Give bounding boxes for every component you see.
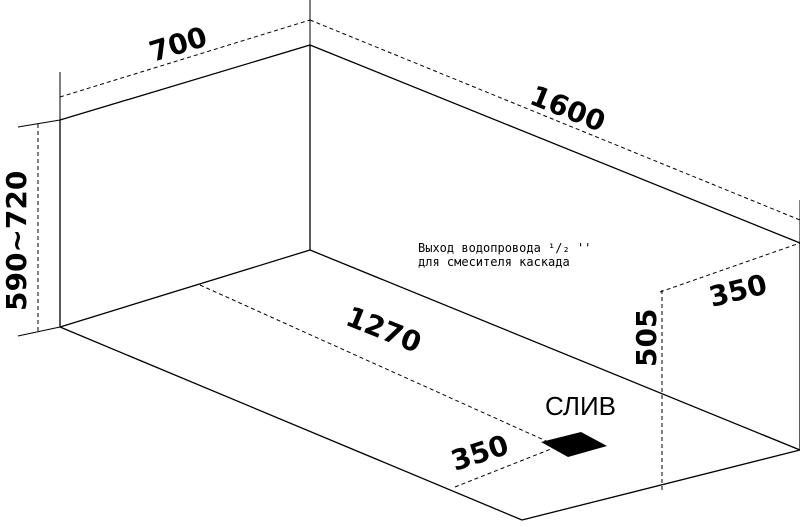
edge-top-long bbox=[309, 44, 800, 244]
dimension-height: 590~720 bbox=[0, 119, 61, 337]
bathtub-outline bbox=[59, 44, 800, 521]
label-drain: СЛИВ bbox=[545, 391, 616, 421]
drain: СЛИВ bbox=[541, 391, 616, 457]
note-line-2: для смесителя каскада bbox=[418, 255, 570, 269]
dimension-700: 700 bbox=[59, 0, 311, 120]
drain-square-icon bbox=[541, 432, 607, 457]
dimension-1270: 1270 bbox=[199, 284, 556, 446]
label-1600: 1600 bbox=[525, 79, 610, 139]
label-700: 700 bbox=[145, 20, 211, 69]
label-350-drain: 350 bbox=[447, 428, 513, 477]
label-1270: 1270 bbox=[341, 300, 426, 360]
label-590-720: 590~720 bbox=[0, 171, 33, 311]
edge-floor-long bbox=[309, 249, 800, 451]
dimension-350-drain: 350 bbox=[447, 428, 557, 488]
edge-bottom-right bbox=[521, 449, 800, 521]
water-outlet-note: Выход водопровода ¹/₂ '' для смесителя к… bbox=[418, 241, 591, 269]
note-line-1: Выход водопровода ¹/₂ '' bbox=[418, 241, 591, 255]
label-350-side: 350 bbox=[706, 268, 771, 314]
dimension-505: 505 bbox=[630, 290, 663, 490]
edge-top-back bbox=[59, 44, 311, 121]
edge-bottom-back bbox=[59, 249, 311, 328]
label-505: 505 bbox=[630, 309, 663, 367]
dimension-350-side: 350 bbox=[659, 242, 800, 314]
dimension-1600: 1600 bbox=[309, 19, 800, 243]
edge-bottom-front bbox=[59, 326, 523, 521]
